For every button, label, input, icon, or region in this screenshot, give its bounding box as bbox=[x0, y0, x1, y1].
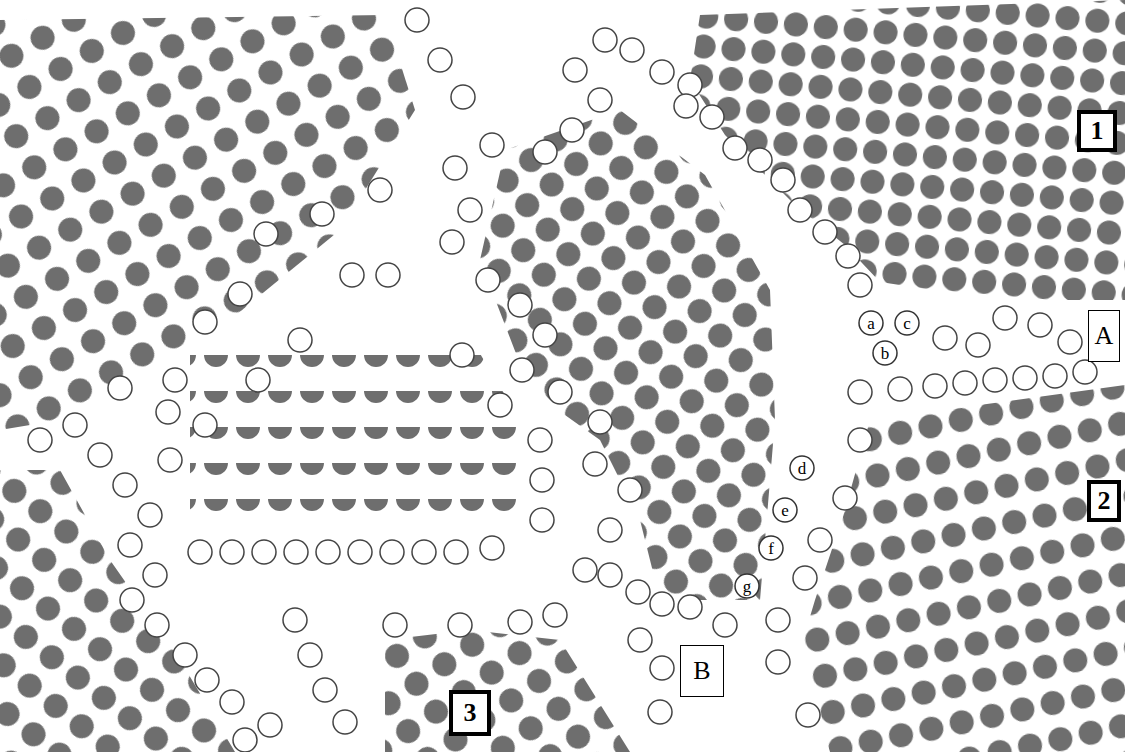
atom-letter: f bbox=[768, 540, 774, 557]
atom-label: c bbox=[894, 310, 920, 336]
atom-label: f bbox=[758, 535, 784, 561]
callout-box: B bbox=[680, 645, 724, 697]
atom-circle bbox=[773, 498, 797, 522]
atom-letter: e bbox=[781, 502, 789, 519]
callout-number: 2 bbox=[1098, 488, 1111, 514]
callout-number: B bbox=[693, 658, 710, 684]
atom-circle bbox=[859, 311, 883, 335]
grain-3 bbox=[385, 630, 630, 752]
atom-circle bbox=[759, 536, 783, 560]
boundary-atoms bbox=[28, 8, 1097, 752]
callout-box: 3 bbox=[449, 690, 491, 736]
atom-label: g bbox=[734, 573, 760, 599]
callout-box: 1 bbox=[1077, 110, 1117, 152]
callout-box: 2 bbox=[1087, 480, 1121, 522]
atom-circle bbox=[735, 574, 759, 598]
atom-label: e bbox=[772, 497, 798, 523]
atom-circle bbox=[873, 341, 897, 365]
atom-label: d bbox=[789, 455, 815, 481]
atom-letter: b bbox=[881, 345, 890, 362]
atom-letter: a bbox=[867, 315, 875, 332]
atom-letter: g bbox=[743, 578, 752, 595]
atom-circle bbox=[895, 311, 919, 335]
atom-circle bbox=[790, 456, 814, 480]
grain-2 bbox=[800, 385, 1125, 752]
callout-number: 3 bbox=[464, 700, 477, 726]
callout-number: A bbox=[1095, 323, 1114, 349]
atom-label: b bbox=[872, 340, 898, 366]
atom-letter: d bbox=[798, 460, 807, 477]
callout-box: A bbox=[1088, 310, 1120, 362]
grain-center bbox=[480, 110, 775, 600]
atom-label: a bbox=[858, 310, 884, 336]
atom-letter: c bbox=[903, 315, 911, 332]
grain-1 bbox=[690, 0, 1125, 300]
grain-small bbox=[190, 337, 520, 535]
callout-number: 1 bbox=[1091, 118, 1104, 144]
